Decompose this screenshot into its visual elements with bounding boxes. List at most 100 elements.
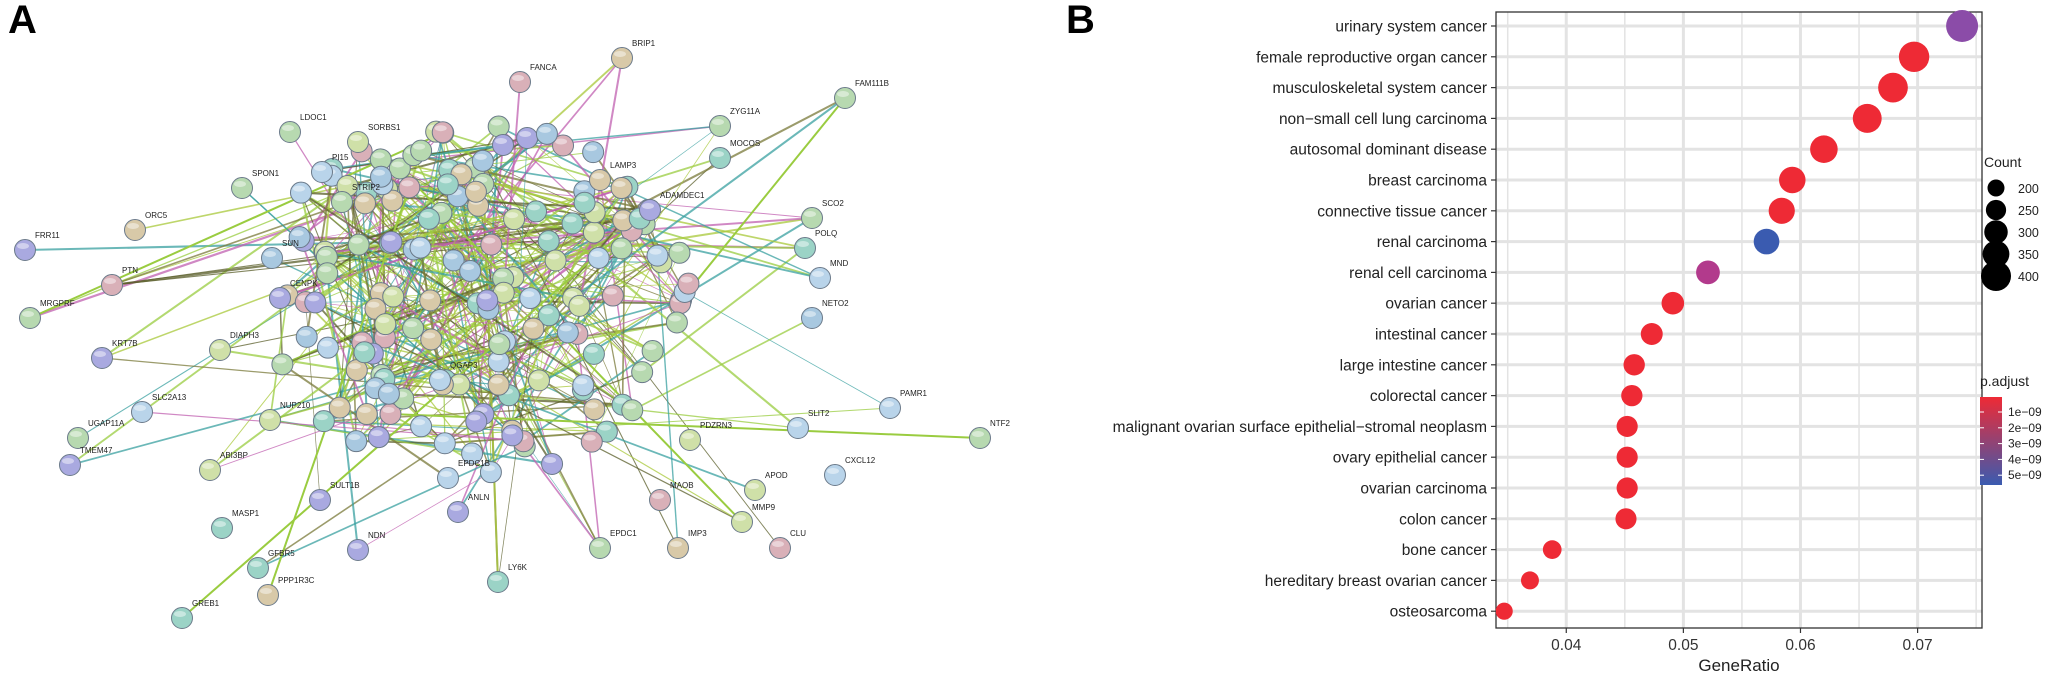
gene-label: PI15 [332,153,349,162]
network-edge [399,167,743,523]
network-node [331,191,353,213]
network-edge [573,297,681,304]
node-highlight [804,311,816,317]
network-node [288,226,311,249]
gene-label: STRIP2 [352,183,381,192]
node-highlight [652,493,664,499]
network-node [398,176,421,199]
node-highlight [592,173,604,179]
network-node [519,287,542,310]
gene-label: MASP1 [232,509,260,518]
data-point [1623,354,1645,376]
y-tick-label: autosomal dominant disease [1290,142,1487,159]
data-point [1616,415,1638,437]
node-highlight [348,363,361,370]
node-highlight [331,400,344,407]
network-edge [656,255,679,549]
y-tick-label: ovary epithelial cancer [1333,450,1487,467]
node-highlight [671,245,684,252]
network-node [646,244,669,267]
node-highlight [538,126,551,133]
node-highlight [354,335,367,342]
network-edge [572,97,846,299]
node-highlight [490,575,502,581]
node-highlight [292,185,305,192]
gene-label: MAOB [670,481,694,490]
network-edge [257,445,526,569]
network-edge [680,97,846,301]
y-tick-label: malignant ovarian surface epithelial−str… [1113,419,1487,436]
node-highlight [585,346,598,353]
node-highlight [519,130,532,137]
network-node [479,461,502,484]
network-node [541,452,564,475]
network-node [582,221,605,244]
node-highlight [495,138,508,145]
network-node [67,427,89,449]
y-tick-label: urinary system cancer [1335,19,1487,36]
gene-label: CXCL12 [845,456,876,465]
gene-label: FANCA [530,63,557,72]
network-edge [181,209,650,619]
network-node [744,479,766,501]
node-highlight [433,205,446,212]
network-node [487,373,510,396]
network-edge [412,327,743,523]
gene-label: ADAMDEC1 [660,191,705,200]
node-highlight [440,471,452,477]
node-highlight [512,75,524,81]
network-node [679,429,701,451]
node-highlight [412,240,425,247]
node-highlight [358,407,371,414]
node-highlight [972,431,984,437]
node-highlight [575,378,588,385]
data-point [1852,103,1882,133]
gene-label: MOCOS [730,139,760,148]
gene-label: LDOC1 [300,113,327,122]
network-node [431,121,454,144]
network-node [582,141,605,164]
node-highlight [413,143,426,150]
y-tick-label: non−small cell lung carcinoma [1279,111,1487,128]
network-node [587,246,610,269]
network-node [417,207,440,230]
node-highlight [506,212,519,219]
network-node [589,537,611,559]
node-highlight [291,230,304,237]
network-edge [497,328,534,583]
network-edge [267,187,411,596]
network-edge [29,202,366,320]
gene-label: GFBR5 [268,549,295,558]
network-node [487,571,509,593]
network-node [370,165,393,188]
node-highlight [453,167,466,174]
data-point [1878,72,1908,103]
network-node [442,249,465,272]
gene-label: FAM111B [855,79,889,88]
network-node [211,517,233,539]
network-node [834,87,856,109]
network-node [610,237,633,260]
network-node [610,177,633,200]
node-highlight [544,456,557,463]
network-node [601,284,624,307]
network-node [410,415,433,438]
network-edge [442,131,799,429]
node-highlight [495,271,508,278]
network-node [537,304,560,327]
network-edge [356,333,578,371]
gene-label: LY6K [508,563,528,572]
gene-label: PPP1R3C [278,576,315,585]
network-node [382,285,405,308]
network-node [667,537,689,559]
network-node [471,149,494,172]
network-node [503,208,526,231]
gene-label: NTF2 [990,419,1011,428]
network-node [544,249,567,272]
gene-label: SULT1B [330,481,360,490]
data-point [1640,323,1663,345]
node-highlight [530,373,543,380]
gene-label: MMP9 [752,503,776,512]
network-node [516,126,539,149]
